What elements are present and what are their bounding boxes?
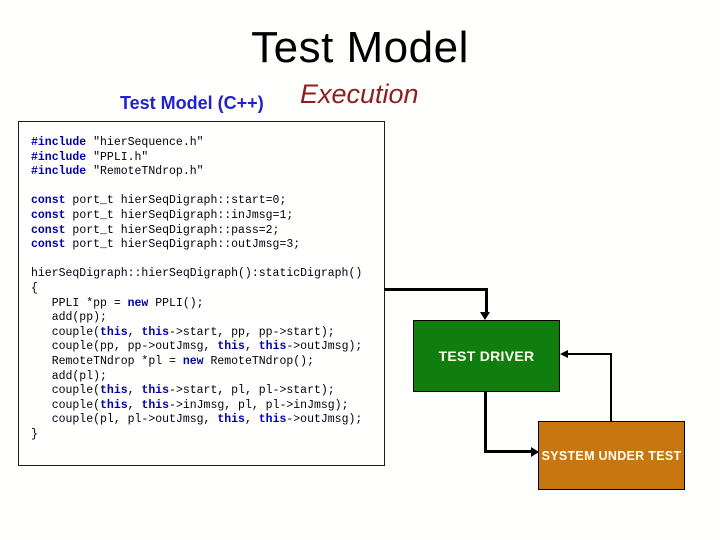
code-panel: #include "hierSequence.h" #include "PPLI… [18,121,385,466]
connector-driver-to-sut-horizontal [484,450,532,453]
arrowhead-left-icon [560,350,568,358]
test-driver-box: TEST DRIVER [413,320,560,392]
connector-code-to-driver-vertical [485,288,488,313]
connector-driver-to-sut-vertical [484,390,487,453]
code-text: #include "hierSequence.h" #include "PPLI… [31,136,363,441]
slide-title: Test Model [251,23,469,72]
arrowhead-right-icon [531,447,539,457]
arrowhead-down-icon [480,312,490,320]
system-under-test-label: SYSTEM UNDER TEST [541,448,682,463]
execution-section-heading: Execution [300,79,419,109]
connector-sut-to-driver-horizontal [566,353,612,355]
code-section-heading: Test Model (C++) [120,93,264,113]
connector-code-to-driver-horizontal [384,288,488,291]
test-driver-label: TEST DRIVER [438,348,535,364]
connector-sut-to-driver-vertical [610,353,612,421]
system-under-test-box: SYSTEM UNDER TEST [538,421,685,490]
